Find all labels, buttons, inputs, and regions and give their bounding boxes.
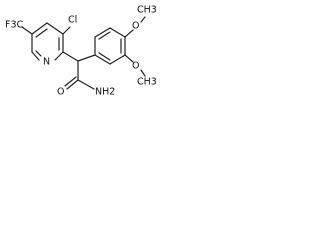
chemical-structure: F3C Cl N O CH3 O CH3 O NH2 — [5, 5, 157, 98]
methoxy-middle — [124, 54, 146, 77]
label-methyl-top: CH3 — [137, 5, 157, 16]
label-ring-nitrogen: N — [43, 57, 50, 68]
amide-group — [64, 76, 95, 90]
pyridine-ring — [31, 22, 64, 61]
label-amine: NH2 — [95, 87, 115, 98]
label-methyl-middle: CH3 — [137, 77, 157, 88]
label-oxygen-middle: O — [132, 61, 139, 72]
label-chlorine: Cl — [68, 15, 77, 26]
bond-cl — [62, 26, 71, 35]
methoxy-top — [124, 16, 146, 38]
bond-cf3 — [21, 26, 33, 35]
phenyl-ring — [94, 27, 126, 65]
bond-ch-to-aryl — [77, 54, 96, 62]
label-cf3: F3C — [5, 20, 24, 31]
label-carbonyl-oxygen: O — [57, 87, 64, 98]
label-oxygen-top: O — [132, 21, 139, 32]
bond-ring-to-ch — [62, 51, 79, 62]
